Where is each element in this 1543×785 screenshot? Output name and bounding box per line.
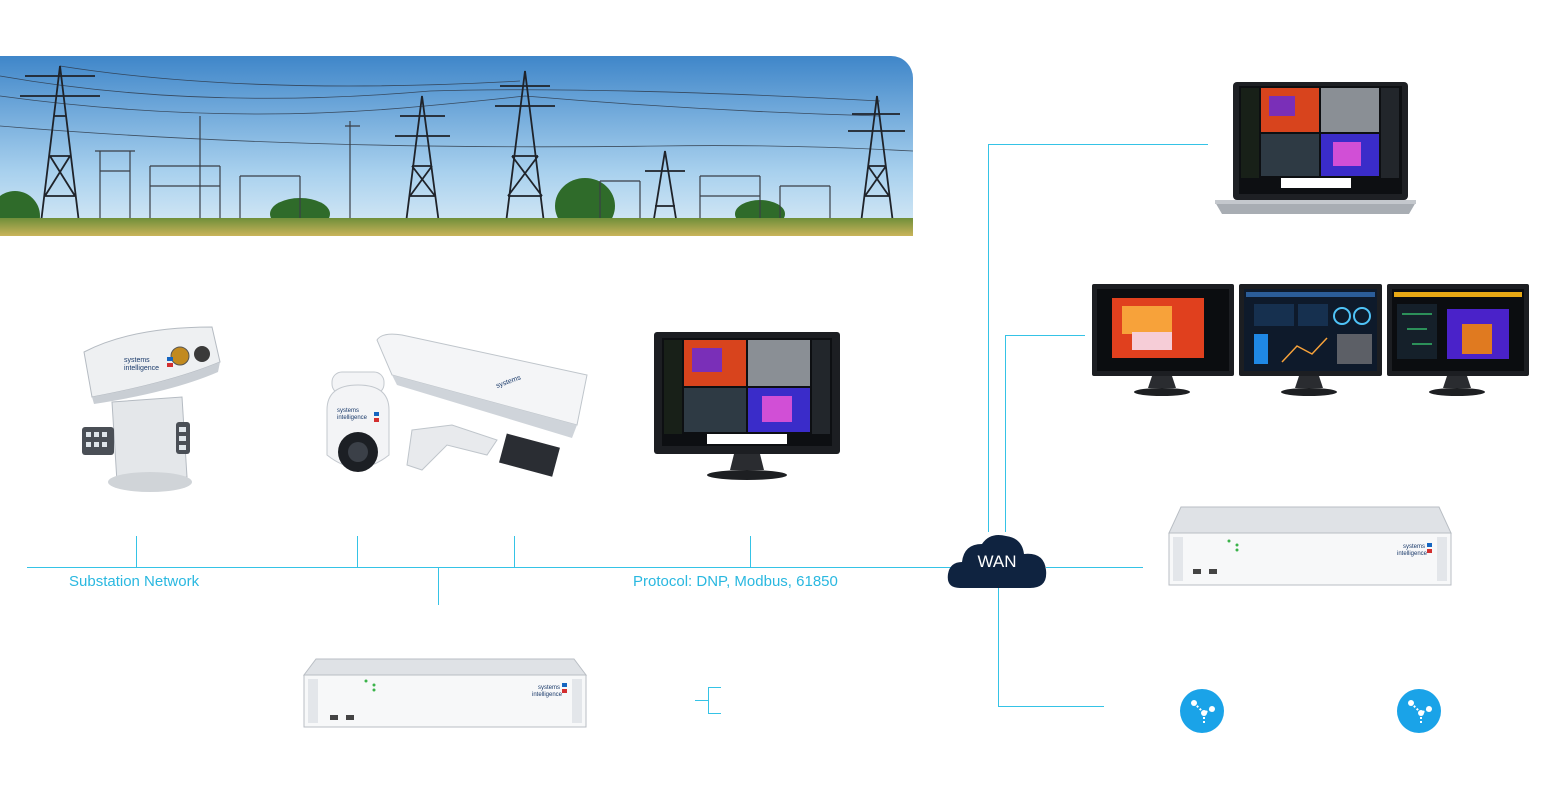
- camera2-brand-text: systems: [337, 408, 359, 414]
- topology-icon: [1397, 689, 1441, 733]
- drop-box-camera: [514, 536, 515, 567]
- bracket-bottom: [708, 713, 721, 714]
- wan-to-nodes-horizontal: [998, 706, 1104, 707]
- ptz-thermal-camera-image: systems intelligence: [72, 322, 227, 494]
- wan-to-laptop-vertical: [988, 144, 989, 532]
- wan-to-monitors-horizontal: [1005, 335, 1085, 336]
- svg-text:intelligence: intelligence: [532, 692, 563, 698]
- drop-local-server: [438, 567, 439, 605]
- server-local-brand-text: systems: [538, 685, 560, 691]
- svg-text:intelligence: intelligence: [124, 365, 159, 372]
- bracket-stub: [695, 700, 708, 701]
- substation-network-bus: [27, 567, 952, 568]
- remote-laptop-image: [1213, 80, 1418, 218]
- server-right-brand-text: systems: [1403, 544, 1425, 550]
- control-room-monitors-image: [1092, 284, 1529, 402]
- dome-and-box-camera-image: systems intelligence systems: [322, 330, 590, 502]
- network-node-icon-2: [1397, 689, 1441, 733]
- wan-to-nodes-vertical: [998, 588, 999, 707]
- drop-local-monitor: [750, 536, 751, 567]
- svg-text:intelligence: intelligence: [1397, 551, 1428, 557]
- cloud-icon: [947, 535, 1047, 588]
- topology-icon: [1180, 689, 1224, 733]
- wan-label: WAN: [977, 552, 1017, 571]
- camera1-brand-text: systems: [124, 357, 150, 364]
- bracket-top: [708, 687, 721, 688]
- substation-network-label: Substation Network: [69, 573, 200, 590]
- wan-to-server-horizontal: [1046, 567, 1143, 568]
- local-server-image: systems intelligence: [300, 657, 590, 729]
- wan-cloud: WAN: [946, 532, 1048, 588]
- local-monitor-image: [652, 330, 842, 482]
- remote-server-image: systems intelligence: [1165, 505, 1455, 587]
- network-node-icon-1: [1180, 689, 1224, 733]
- substation-banner-image: [0, 56, 913, 236]
- bracket-spine: [708, 687, 709, 714]
- wan-to-monitors-vertical: [1005, 335, 1006, 532]
- wan-to-laptop-horizontal: [988, 144, 1208, 145]
- protocol-label: Protocol: DNP, Modbus, 61850: [633, 573, 838, 590]
- drop-ptz-camera: [136, 536, 137, 567]
- svg-text:intelligence: intelligence: [337, 415, 368, 421]
- drop-dome-camera: [357, 536, 358, 567]
